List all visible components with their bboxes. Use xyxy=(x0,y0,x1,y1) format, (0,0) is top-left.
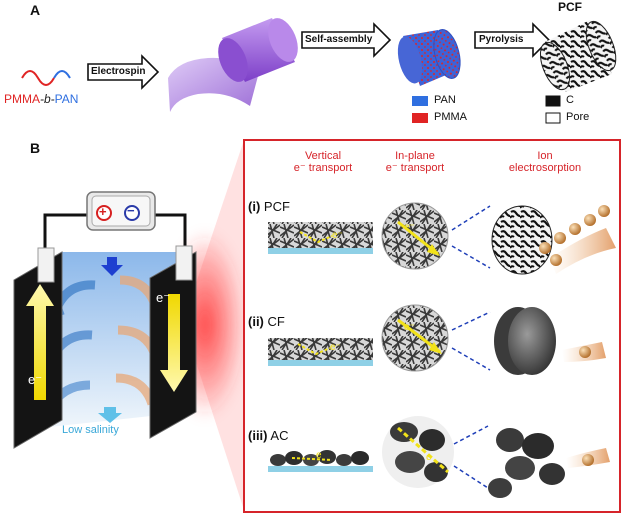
negative-terminal-icon xyxy=(124,205,140,221)
row-pcf-num: (i) xyxy=(248,199,261,214)
pore-sphere-pcf xyxy=(491,205,553,275)
electron-label-right: e⁻ xyxy=(156,290,171,305)
wire-right xyxy=(142,213,187,250)
electrode-film-cf xyxy=(268,338,373,362)
col-header-inplane-line2: e⁻ transport xyxy=(385,162,445,174)
positive-terminal-icon xyxy=(96,205,112,221)
self-assembly-arrow xyxy=(301,22,392,58)
panel-a-letter: A xyxy=(30,2,41,18)
electron-label-ac-inplane: e xyxy=(426,452,432,463)
row-pcf xyxy=(268,202,616,275)
electron-arrow-up xyxy=(26,284,54,400)
col-header-ion: Ion electrosorption xyxy=(500,150,590,174)
right-electrode-tab xyxy=(175,245,193,281)
col-header-vertical-line2: e⁻ transport xyxy=(293,162,353,174)
polymer-chain-pan-segment xyxy=(53,70,71,79)
watermark: 搜狐号@科技导报社 xyxy=(505,500,596,511)
electron-label-ac-vertical: e xyxy=(316,450,322,461)
panel-a xyxy=(21,18,617,124)
panel-b-letter: B xyxy=(30,140,41,156)
flow-down-arrow-bottom xyxy=(98,407,122,423)
polymer-pan: PAN xyxy=(54,92,79,106)
col-header-ion-line2: electrosorption xyxy=(508,162,582,174)
electrode-film-pcf xyxy=(268,222,373,250)
row-cf-name: CF xyxy=(267,314,285,329)
row-cf xyxy=(268,304,606,375)
purple-fiber-cylinder xyxy=(218,18,298,82)
row-cf-num: (ii) xyxy=(248,314,264,329)
solid-disk-cf xyxy=(494,307,556,375)
row-pcf-name: PCF xyxy=(263,199,290,214)
legend-pmma-label: PMMA xyxy=(434,111,467,123)
legend-pan-swatch xyxy=(412,96,428,106)
panel-b-zoom xyxy=(243,139,621,513)
electron-label-cf-vertical: e⁻ xyxy=(330,342,341,353)
electron-label-pcf-inplane: e⁻ xyxy=(404,222,415,233)
col-header-vertical: Vertical e⁻ transport xyxy=(288,150,358,174)
col-header-ion-line1: Ion xyxy=(537,150,553,162)
row-cf-label: (ii) CF xyxy=(248,314,285,329)
step-electrospin-label: Electrospin xyxy=(91,66,146,77)
pan-pmma-cylinder xyxy=(397,29,461,86)
row-pcf-label: (i) PCF xyxy=(248,199,290,214)
ion-ball xyxy=(539,242,551,254)
legend-pore-label: Pore xyxy=(566,111,590,123)
inplane-zoom-ac xyxy=(382,416,454,488)
col-header-inplane: In-plane e⁻ transport xyxy=(378,150,452,174)
electron-label-cf-inplane: e⁻ xyxy=(404,322,415,333)
product-pcf-label: PCF xyxy=(558,0,582,14)
particle-cluster-ac xyxy=(488,428,565,498)
minus-symbol: − xyxy=(127,203,135,218)
electron-label-pcf-vertical: e⁻ xyxy=(332,230,343,241)
legend-pore-swatch xyxy=(545,112,561,124)
legend-pmma-swatch xyxy=(412,113,428,123)
pcf-porous-tube xyxy=(539,20,617,92)
polymer-label: PMMA-b-PAN xyxy=(4,92,78,106)
electron-label-left: e⁻ xyxy=(28,372,43,387)
row-ac-name: AC xyxy=(270,428,289,443)
step-self-assembly-label: Self-assembly xyxy=(305,34,373,45)
inplane-arrow-ac xyxy=(397,426,449,474)
step-pyrolysis-label: Pyrolysis xyxy=(479,34,524,45)
col-header-vertical-line1: Vertical xyxy=(304,150,342,162)
polymer-block-sep: -b- xyxy=(40,92,55,106)
legend-pan-label: PAN xyxy=(434,94,456,106)
electron-arrow-down xyxy=(160,294,188,392)
plus-symbol: + xyxy=(99,204,107,219)
col-header-inplane-line1: In-plane xyxy=(395,150,435,162)
zoom-funnel xyxy=(183,140,244,510)
polymer-chain-icon xyxy=(21,70,55,86)
row-ac xyxy=(268,416,610,498)
row-ac-num: (iii) xyxy=(248,428,268,443)
wire-left xyxy=(43,213,100,252)
inplane-zoom-cf xyxy=(381,304,449,372)
polymer-pmma: PMMA xyxy=(4,92,40,106)
low-salinity-label: Low salinity xyxy=(62,424,119,436)
legend-c-label: C xyxy=(566,94,574,106)
row-ac-label: (iii) AC xyxy=(248,428,288,443)
panel-b-device xyxy=(13,140,245,510)
high-salinity-label: High salinity xyxy=(82,240,136,251)
electrospin-arrow xyxy=(87,54,160,90)
flow-down-arrow-top xyxy=(101,257,123,276)
left-electrode-tab xyxy=(37,247,55,283)
legend-c-swatch xyxy=(545,95,561,107)
